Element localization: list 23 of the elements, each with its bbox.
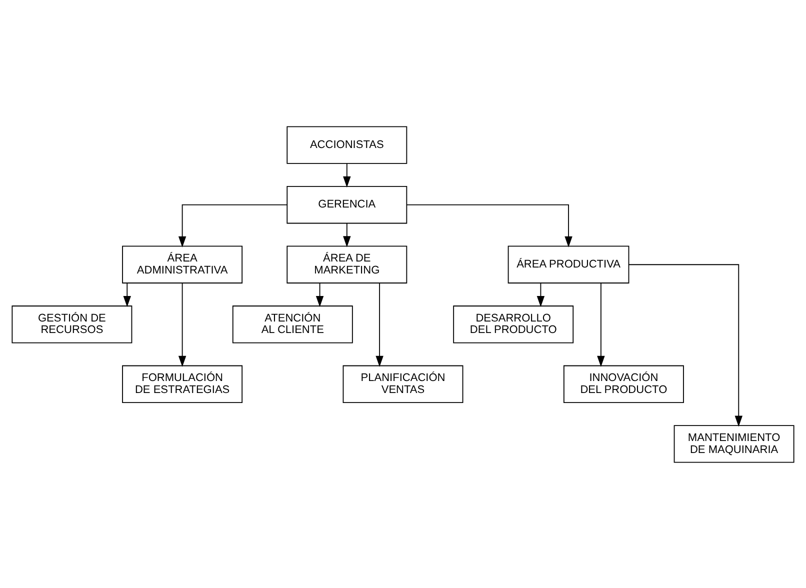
node-box: DESARROLLO DEL PRODUCTO — [453, 305, 574, 343]
arrow — [376, 282, 384, 366]
node-box: ÁREA DE MARKETING — [286, 245, 408, 283]
node-box: ACCIONISTAS — [286, 126, 408, 164]
node-box: ÁREA ADMINISTRATIVA — [122, 245, 243, 283]
arrow — [406, 204, 572, 247]
node-box: ATENCIÓN AL CLIENTE — [232, 305, 353, 343]
node-box: FORMULACIÓN DE ESTRATEGIAS — [122, 364, 243, 402]
node-box: MANTENIMIENTO DE MAQUINARIA — [674, 424, 794, 462]
node-box: ÁREA PRODUCTIVA — [508, 245, 630, 283]
node-box: INNOVACIÓN DEL PRODUCTO — [563, 364, 684, 402]
arrow — [316, 282, 324, 306]
arrow — [178, 282, 186, 366]
arrow — [597, 282, 605, 366]
arrow — [343, 222, 351, 247]
node-box: GERENCIA — [286, 185, 408, 224]
node-box: PLANIFICACIÓN VENTAS — [342, 364, 464, 402]
arrow — [178, 204, 288, 247]
arrow — [343, 162, 351, 187]
node-box: GESTIÓN DE RECURSOS — [12, 305, 132, 343]
arrow — [123, 282, 131, 306]
arrow — [628, 264, 742, 426]
arrow — [536, 282, 545, 306]
